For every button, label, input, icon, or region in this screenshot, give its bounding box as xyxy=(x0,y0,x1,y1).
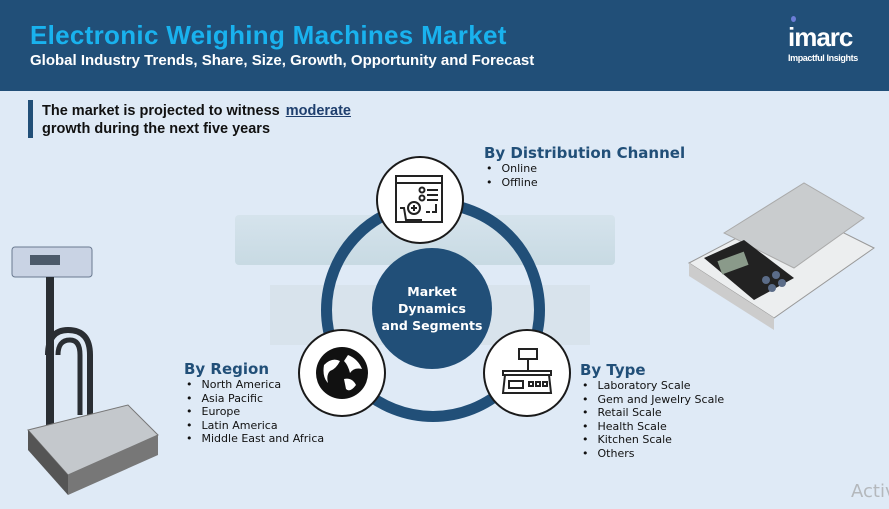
kitchen-scale-image xyxy=(688,182,875,330)
list-item: Offline xyxy=(484,176,685,190)
weighing-scale-icon xyxy=(501,348,553,394)
distribution-node xyxy=(376,156,464,244)
region-segment: By Region North America Asia Pacific Eur… xyxy=(184,360,324,446)
growth-highlight: moderate xyxy=(285,103,351,119)
type-title: By Type xyxy=(580,361,646,379)
list-item: Laboratory Scale xyxy=(580,379,724,393)
list-item: Health Scale xyxy=(580,420,724,434)
type-segment: By Type Laboratory Scale Gem and Jewelry… xyxy=(580,361,724,460)
list-item: Middle East and Africa xyxy=(184,432,325,446)
list-item: Asia Pacific xyxy=(184,392,324,406)
page-subtitle: Global Industry Trends, Share, Size, Gro… xyxy=(30,52,535,69)
list-item: North America xyxy=(184,378,324,392)
activation-watermark: Activ xyxy=(851,481,889,502)
list-item: Kitchen Scale xyxy=(580,433,724,447)
online-shop-icon xyxy=(395,175,443,223)
page-title: Electronic Weighing Machines Market xyxy=(30,20,507,50)
distribution-title: By Distribution Channel xyxy=(484,144,686,162)
platform-scale-image xyxy=(11,246,159,495)
list-item: Others xyxy=(580,447,724,461)
note-accent-bar xyxy=(28,100,33,138)
list-item: Retail Scale xyxy=(580,406,724,420)
list-item: Latin America xyxy=(184,419,324,433)
region-title: By Region xyxy=(184,360,270,378)
distribution-segment: By Distribution Channel Online Offline xyxy=(484,144,685,189)
type-node xyxy=(483,329,571,417)
header-banner: Electronic Weighing Machines Market Glob… xyxy=(0,0,889,91)
list-item: Gem and Jewelry Scale xyxy=(580,393,725,407)
list-item: Europe xyxy=(184,405,324,419)
list-item: Online xyxy=(484,162,685,176)
globe-icon xyxy=(316,347,368,399)
imarc-logo: imarc Impactful Insights xyxy=(786,16,881,76)
